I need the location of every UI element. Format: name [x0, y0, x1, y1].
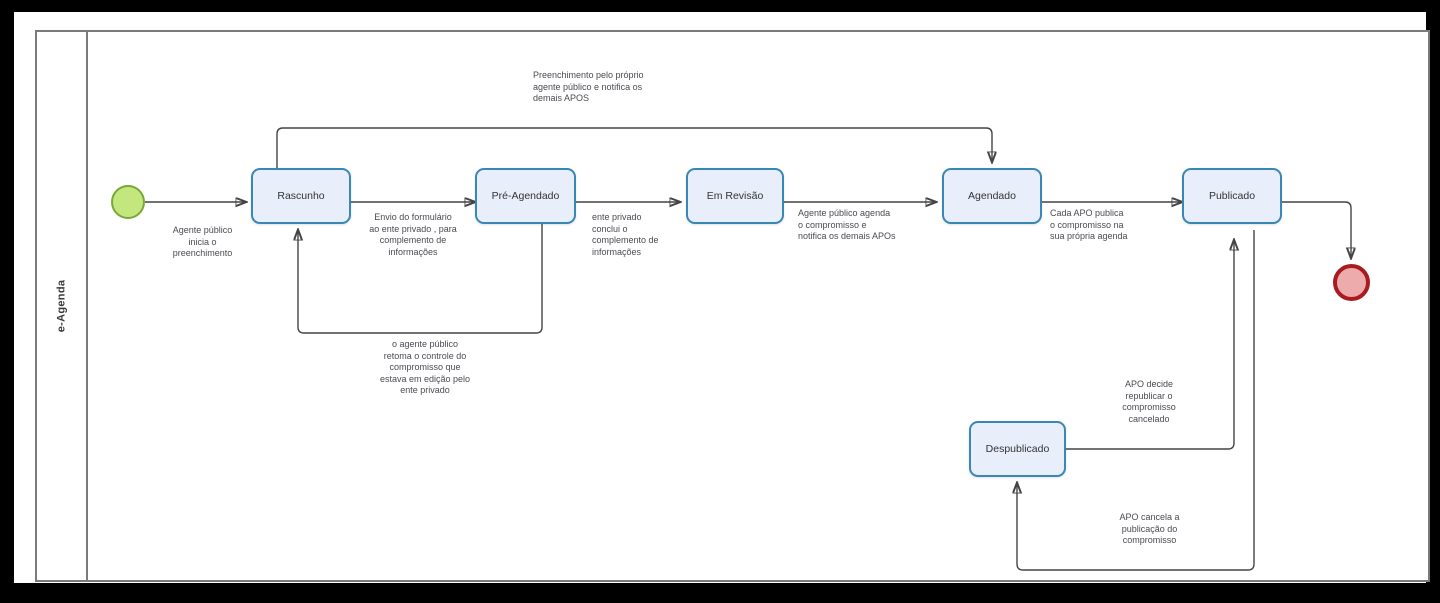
pool-container	[35, 30, 1430, 582]
flow-label-despublicado-to-publicado: APO decide republicar o compromisso canc…	[1122, 379, 1176, 424]
task-em-revisao[interactable]: Em Revisão	[686, 168, 784, 224]
flow-label-pre-agendado-to-rascunho-loop: o agente público retoma o controle do co…	[379, 339, 471, 395]
task-rascunho-label: Rascunho	[277, 190, 325, 202]
flow-label-agendado-to-publicado: Cada APO publica o compromisso na sua pr…	[1050, 208, 1128, 241]
lane-label: e-Agenda	[35, 30, 88, 582]
diagram-page: e-Agenda	[14, 12, 1430, 583]
flow-label-publicado-to-despublicado: APO cancela a publicação do compromisso	[1119, 512, 1180, 545]
flow-label-rascunho-to-agendado-top: Preenchimento pelo próprio agente públic…	[533, 70, 644, 103]
task-agendado[interactable]: Agendado	[942, 168, 1042, 224]
flow-label-start-to-rascunho: Agente público inicia o preenchimento	[172, 225, 233, 258]
flow-label-em-revisao-to-agendado: Agente público agenda o compromisso e no…	[798, 208, 896, 241]
task-pre-agendado[interactable]: Pré-Agendado	[475, 168, 576, 224]
task-publicado[interactable]: Publicado	[1182, 168, 1282, 224]
flow-label-rascunho-to-pre-agendado: Envio do formulário ao ente privado , pa…	[369, 212, 457, 257]
flow-label-pre-agendado-to-em-revisao: ente privado conclui o complemento de in…	[592, 212, 659, 257]
task-despublicado[interactable]: Despublicado	[969, 421, 1066, 477]
task-agendado-label: Agendado	[968, 190, 1016, 202]
task-publicado-label: Publicado	[1208, 190, 1256, 202]
task-em-revisao-label: Em Revisão	[706, 190, 764, 202]
task-despublicado-label: Despublicado	[985, 443, 1050, 455]
end-event[interactable]	[1333, 264, 1370, 301]
lane-label-text: e-Agenda	[55, 279, 68, 333]
task-rascunho[interactable]: Rascunho	[251, 168, 351, 224]
start-event[interactable]	[111, 185, 145, 219]
task-pre-agendado-label: Pré-Agendado	[491, 190, 560, 202]
lane-header	[35, 30, 88, 582]
